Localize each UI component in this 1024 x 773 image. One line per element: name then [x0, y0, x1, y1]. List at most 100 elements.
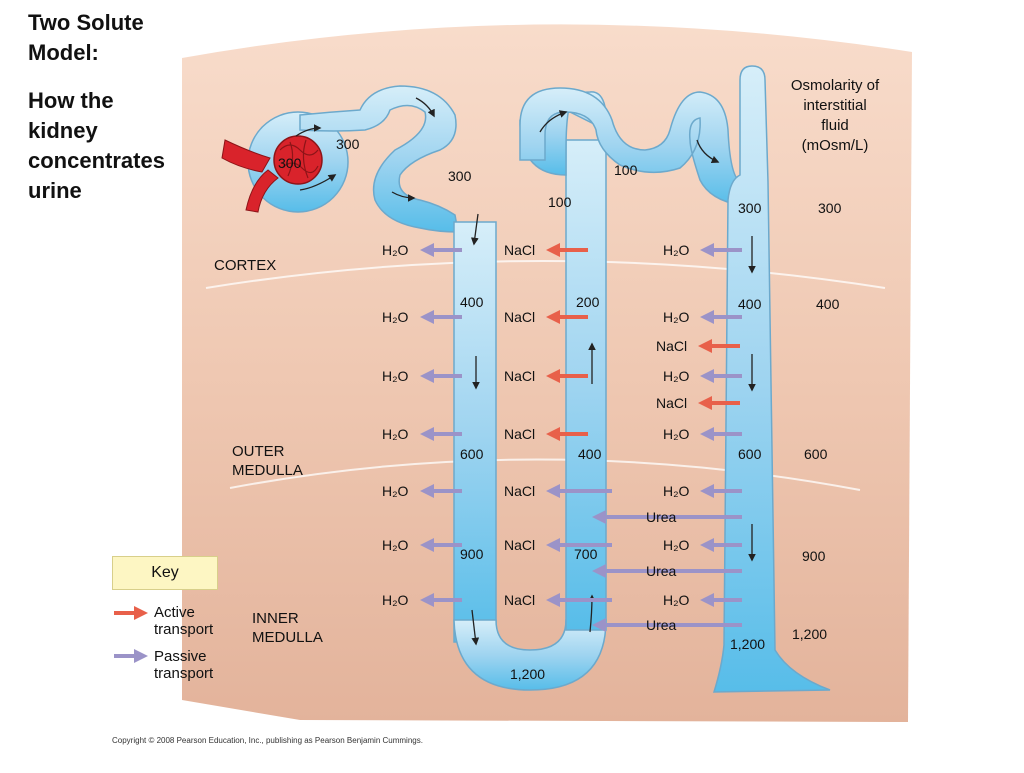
substance-label: H₂O: [382, 309, 409, 325]
transport-arrow-head: [700, 369, 714, 383]
interstitial-400: 400: [816, 296, 840, 312]
interstitial-1200: 1,200: [792, 626, 827, 642]
key-title-box: Key: [112, 556, 218, 590]
substance-label: H₂O: [382, 426, 409, 442]
value-descending-900: 900: [460, 546, 484, 562]
key-label-line: transport: [154, 621, 214, 638]
substance-label: H₂O: [382, 537, 409, 553]
value-ascending-400: 400: [578, 446, 602, 462]
passive-transport-water: H₂O: [663, 426, 742, 442]
value-ascending-700: 700: [574, 546, 598, 562]
collecting-duct: [712, 65, 831, 693]
transport-arrow-head: [592, 510, 606, 524]
key-title: Key: [151, 564, 179, 581]
transport-arrow-head: [700, 243, 714, 257]
passive-transport-salt: NaCl: [504, 592, 612, 608]
value-descending-top: 300: [448, 168, 472, 184]
interstitial-900: 900: [802, 548, 826, 564]
passive-transport-urea: Urea: [592, 509, 742, 525]
glomerulus: [221, 135, 323, 213]
transport-arrow-head: [546, 538, 560, 552]
substance-label: H₂O: [663, 537, 690, 553]
substance-label: H₂O: [382, 483, 409, 499]
title-line: urine: [28, 178, 82, 203]
zone-text: INNER: [252, 610, 299, 627]
transport-arrow-head: [420, 538, 434, 552]
active-transport-salt: NaCl: [656, 395, 740, 411]
osm-line: (mOsm/L): [801, 137, 869, 154]
transport-arrow-head: [546, 593, 560, 607]
transport-arrow-head: [700, 484, 714, 498]
ascending-limb: [565, 139, 607, 631]
transport-arrow-head: [420, 310, 434, 324]
zone-text: OUTER: [232, 443, 285, 460]
substance-label: H₂O: [382, 368, 409, 384]
substance-label: Urea: [646, 617, 677, 633]
zone-text: MEDULLA: [232, 462, 303, 479]
substance-label: NaCl: [504, 537, 535, 553]
key-passive-label: Passive transport: [154, 648, 244, 682]
page-title: Two Solute Model: How the kidney concent…: [28, 8, 198, 206]
substance-label: NaCl: [504, 592, 535, 608]
substance-label: NaCl: [656, 395, 687, 411]
substance-label: NaCl: [504, 483, 535, 499]
flow-arrows: [295, 97, 756, 646]
substance-label: NaCl: [504, 309, 535, 325]
title-line: Two Solute: [28, 10, 144, 35]
distal-convoluted: [519, 87, 741, 206]
zone-label-cortex: CORTEX: [214, 256, 276, 275]
transport-arrow-head: [420, 484, 434, 498]
passive-transport-water: H₂O: [663, 242, 742, 258]
value-collecting-400: 400: [738, 296, 762, 312]
passive-transport-water: H₂O: [382, 592, 462, 608]
efferent-arteriole: [245, 169, 279, 213]
passive-transport-salt: NaCl: [504, 537, 612, 553]
transport-arrow-head: [546, 369, 560, 383]
transport-arrow-head: [700, 593, 714, 607]
key-active-label: Active transport: [154, 604, 244, 638]
osm-line: fluid: [821, 117, 849, 134]
value-ascending-200: 200: [576, 294, 600, 310]
title-line: Model:: [28, 40, 99, 65]
transport-arrow-head: [546, 484, 560, 498]
transport-arrow-head: [546, 427, 560, 441]
passive-transport-water: H₂O: [382, 368, 462, 384]
loop-of-henle: [453, 619, 607, 691]
value-descending-400: 400: [460, 294, 484, 310]
value-descending-600: 600: [460, 446, 484, 462]
substance-label: H₂O: [663, 309, 690, 325]
transport-arrows: H₂OH₂OH₂OH₂OH₂OH₂OH₂ONaClNaClNaClNaClNaC…: [382, 242, 742, 633]
interstitial-300: 300: [818, 200, 842, 216]
interstitial-values: 300 400 600 900 1,200: [792, 200, 842, 642]
value-collecting-300: 300: [738, 200, 762, 216]
passive-transport-water: H₂O: [382, 426, 462, 442]
copyright-notice: Copyright © 2008 Pearson Education, Inc.…: [112, 736, 423, 745]
afferent-arteriole: [221, 139, 271, 173]
transport-arrow-head: [546, 310, 560, 324]
zone-label-inner-medulla: INNER MEDULLA: [252, 609, 323, 647]
passive-transport-water: H₂O: [382, 242, 462, 258]
osm-line: interstitial: [803, 97, 867, 114]
passive-transport-water: H₂O: [382, 483, 462, 499]
substance-label: H₂O: [382, 242, 409, 258]
value-collecting-1200: 1,200: [730, 636, 765, 652]
substance-label: NaCl: [504, 426, 535, 442]
passive-transport-water: H₂O: [663, 592, 742, 608]
transport-arrow-head: [420, 369, 434, 383]
title-line: kidney: [28, 118, 98, 143]
tubule-values: 300 300 300 400 600 900 1,200 100 200 40…: [278, 136, 765, 682]
osmolarity-header: Osmolarity of interstitial fluid (mOsm/L…: [775, 76, 895, 156]
substance-label: NaCl: [656, 338, 687, 354]
zone-text: MEDULLA: [252, 629, 323, 646]
transport-arrow-head: [420, 427, 434, 441]
osm-line: Osmolarity of: [790, 77, 880, 94]
key-passive-arrowhead: [134, 649, 148, 663]
transport-arrow-head: [700, 310, 714, 324]
substance-label: Urea: [646, 563, 677, 579]
transport-arrow-head: [698, 396, 712, 410]
substance-label: H₂O: [663, 483, 690, 499]
active-transport-salt: NaCl: [504, 242, 588, 258]
key-label-line: Passive: [154, 648, 207, 665]
